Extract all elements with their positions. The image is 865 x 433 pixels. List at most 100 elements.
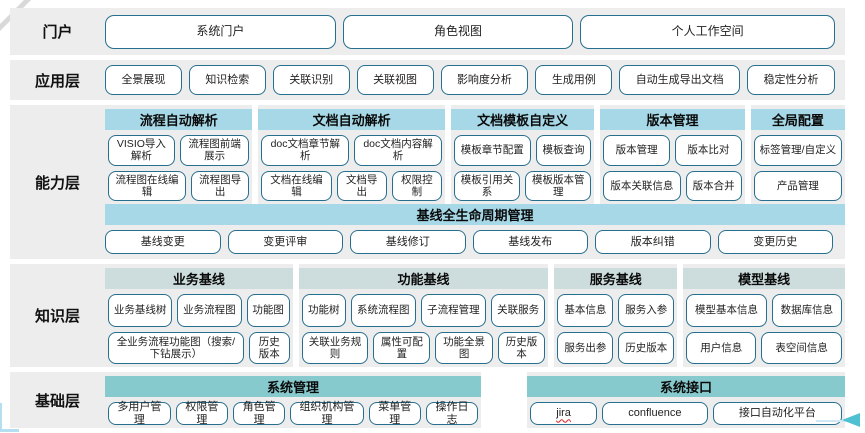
group-button-row: 版本关联信息版本合并 <box>600 170 744 201</box>
feature-button[interactable]: 模板引用关系 <box>453 170 521 201</box>
group-panel: 功能基线功能树系统流程图子流程管理关联服务关联业务规则属性可配置功能全景图历史版… <box>298 264 549 367</box>
feature-button[interactable]: 基线变更 <box>105 230 221 254</box>
feature-button[interactable]: 版本比对 <box>675 135 742 166</box>
feature-button[interactable]: 接口自动化平台 <box>712 402 842 425</box>
feature-button[interactable]: 模板查询 <box>535 135 592 166</box>
group-panel: 模型基线模型基本信息数据库信息用户信息表空间信息 <box>683 264 845 367</box>
group-button-row: 基本信息服务入参 <box>554 294 677 327</box>
group-button-row: 服务出参历史版本 <box>554 331 677 364</box>
feature-button[interactable]: 文档导出 <box>336 170 387 201</box>
feature-button[interactable]: 关联识别 <box>272 65 350 95</box>
feature-button[interactable]: 历史版本 <box>497 331 546 364</box>
feature-button[interactable]: 角色视图 <box>342 14 574 49</box>
group-header: 业务基线 <box>105 268 293 289</box>
group-header: 系统接口 <box>527 376 845 397</box>
group-button-row: 模板引用关系模板版本管理 <box>451 170 594 201</box>
layer-label-foundation: 基础层 <box>10 372 105 428</box>
layer-band-application: 应用层 全景展现知识检索关联识别关联视图影响度分析生成用例自动生成导出文档稳定性… <box>10 60 845 100</box>
group-panel: 文档模板自定义模板章节配置模板查询模板引用关系模板版本管理 <box>450 105 595 204</box>
feature-button[interactable]: 用户信息 <box>686 331 757 364</box>
layer-label-application: 应用层 <box>34 72 80 90</box>
feature-button[interactable]: 关联业务规则 <box>301 331 369 364</box>
feature-button[interactable]: 影响度分析 <box>440 65 529 95</box>
feature-button[interactable]: 生成用例 <box>535 65 613 95</box>
feature-button[interactable]: 历史版本 <box>248 331 290 364</box>
group-header: 服务基线 <box>554 268 678 289</box>
feature-button[interactable]: 功能全景图 <box>435 331 493 364</box>
feature-button[interactable]: 版本管理 <box>603 135 671 166</box>
group-header: 模型基线 <box>683 268 845 289</box>
feature-button[interactable]: 关联服务 <box>490 294 546 327</box>
feature-button[interactable]: 变更历史 <box>717 230 833 254</box>
feature-button[interactable]: 多用户管理 <box>108 401 171 426</box>
knowledge-groups-row: 业务基线业务基线树业务流程图功能图全业务流程功能图（搜索/下钻展示）历史版本功能… <box>105 264 845 367</box>
feature-button[interactable]: 流程图前端展示 <box>179 135 250 166</box>
feature-button[interactable]: 版本合并 <box>685 170 742 201</box>
feature-button[interactable]: 权限管理 <box>175 401 229 426</box>
feature-button[interactable]: 变更评审 <box>227 230 343 254</box>
feature-button[interactable]: jira <box>530 402 598 425</box>
feature-button[interactable]: 表空间信息 <box>761 331 842 364</box>
feature-button[interactable]: 稳定性分析 <box>747 65 835 95</box>
feature-button[interactable]: doc文档章节解析 <box>261 135 350 166</box>
feature-button[interactable]: 模板章节配置 <box>453 135 531 166</box>
feature-button[interactable]: 基本信息 <box>557 294 614 327</box>
feature-button[interactable]: 系统流程图 <box>350 294 416 327</box>
feature-button[interactable]: 文档在线编辑 <box>261 170 332 201</box>
feature-button[interactable]: 标签管理/自定义 <box>753 135 842 166</box>
feature-button[interactable]: 服务入参 <box>618 294 675 327</box>
feature-button[interactable]: 全景展现 <box>105 65 182 95</box>
feature-button[interactable]: 功能树 <box>301 294 346 327</box>
feature-button[interactable]: 数据库信息 <box>771 294 842 327</box>
feature-button[interactable]: doc文档内容解析 <box>354 135 442 166</box>
feature-button[interactable]: 业务流程图 <box>177 294 242 327</box>
feature-button[interactable]: 基线修订 <box>350 230 466 254</box>
feature-button[interactable]: 权限控制 <box>391 170 442 201</box>
feature-button[interactable]: 历史版本 <box>618 331 675 364</box>
feature-button[interactable]: 流程图导出 <box>190 170 250 201</box>
feature-button[interactable]: 模型基本信息 <box>686 294 767 327</box>
group-button-row: VISIO导入解析流程图前端展示 <box>105 135 252 166</box>
teal-arrow-tail <box>816 420 850 422</box>
feature-button[interactable]: 版本关联信息 <box>603 170 681 201</box>
feature-button[interactable]: 服务出参 <box>557 331 614 364</box>
feature-button[interactable]: 流程图在线编辑 <box>108 170 186 201</box>
portal-buttons-row: 系统门户角色视图个人工作空间 <box>105 14 845 49</box>
feature-button[interactable]: 子流程管理 <box>420 294 486 327</box>
feature-button[interactable]: 业务基线树 <box>108 294 173 327</box>
group-header: 版本管理 <box>600 109 745 130</box>
feature-button[interactable]: 属性可配置 <box>373 331 431 364</box>
group-panel: 系统管理多用户管理权限管理角色管理组织机构管理菜单管理操作日志 <box>105 372 482 428</box>
feature-button[interactable]: confluence <box>602 402 708 425</box>
feature-button[interactable]: 知识检索 <box>188 65 266 95</box>
feature-button[interactable]: 操作日志 <box>425 401 479 426</box>
baseline-buttons-row: 基线变更变更评审基线修订基线发布版本纠错变更历史 <box>105 225 845 254</box>
feature-button[interactable]: 功能图 <box>246 294 290 327</box>
feature-button[interactable]: 关联视图 <box>356 65 434 95</box>
group-panel: 全局配置标签管理/自定义产品管理 <box>750 105 845 204</box>
feature-button[interactable]: 个人工作空间 <box>580 14 836 49</box>
feature-button[interactable]: 产品管理 <box>753 170 842 201</box>
feature-button[interactable]: 全业务流程功能图（搜索/下钻展示） <box>108 331 244 364</box>
feature-button[interactable]: 基线发布 <box>472 230 588 254</box>
feature-button[interactable]: 菜单管理 <box>368 401 421 426</box>
feature-button[interactable]: 模板版本管理 <box>525 170 592 201</box>
feature-button[interactable]: 版本纠错 <box>595 230 711 254</box>
feature-button[interactable]: 角色管理 <box>233 401 286 426</box>
feature-button[interactable]: 自动生成导出文档 <box>619 65 741 95</box>
feature-button[interactable]: VISIO导入解析 <box>108 135 175 166</box>
group-button-row: 业务基线树业务流程图功能图 <box>105 294 293 327</box>
feature-button[interactable]: 组织机构管理 <box>290 401 364 426</box>
group-panel: 服务基线基本信息服务入参服务出参历史版本 <box>554 264 678 367</box>
group-header: 功能基线 <box>298 268 549 289</box>
group-button-row: 产品管理 <box>751 170 845 201</box>
group-button-row: 功能树系统流程图子流程管理关联服务 <box>299 294 549 327</box>
teal-left-arrow-icon <box>842 413 860 427</box>
group-button-row: 流程图在线编辑流程图导出 <box>105 170 252 201</box>
feature-button[interactable]: 系统门户 <box>105 14 336 49</box>
